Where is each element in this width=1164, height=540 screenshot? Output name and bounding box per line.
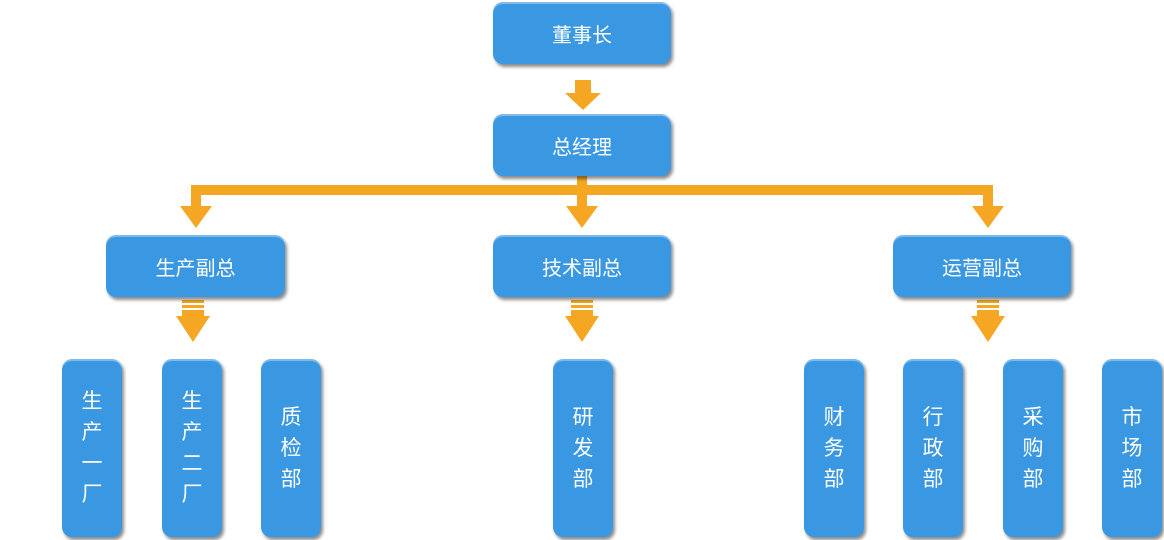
connector-gm-to-vps bbox=[191, 175, 993, 208]
arrow-operations-to-departments bbox=[971, 300, 1005, 342]
arrow-to-technology-vp bbox=[566, 206, 598, 228]
department-label: 生产二厂 bbox=[181, 389, 203, 506]
arrow-to-operations-vp bbox=[972, 206, 1004, 228]
production-vp-label: 生产副总 bbox=[155, 255, 236, 280]
arrow-production-to-departments bbox=[176, 300, 210, 342]
department-label: 质检部 bbox=[280, 404, 302, 491]
department-admin[interactable]: 行政部 bbox=[903, 359, 963, 537]
technology-vp-box[interactable]: 技术副总 bbox=[493, 235, 671, 297]
production-vp-box[interactable]: 生产副总 bbox=[106, 235, 285, 297]
department-factory-2[interactable]: 生产二厂 bbox=[162, 359, 222, 537]
technology-vp-label: 技术副总 bbox=[542, 255, 622, 280]
department-purchasing[interactable]: 采购部 bbox=[1003, 359, 1063, 537]
department-label: 财务部 bbox=[823, 404, 845, 491]
department-label: 研发部 bbox=[572, 404, 594, 491]
chairman-box[interactable]: 董事长 bbox=[493, 2, 671, 64]
department-label: 市场部 bbox=[1121, 404, 1143, 491]
arrow-to-production-vp bbox=[180, 206, 212, 228]
department-factory-1[interactable]: 生产一厂 bbox=[62, 359, 122, 537]
department-quality[interactable]: 质检部 bbox=[261, 359, 321, 537]
department-finance[interactable]: 财务部 bbox=[804, 359, 864, 537]
general-manager-box[interactable]: 总经理 bbox=[493, 114, 671, 176]
general-manager-label: 总经理 bbox=[552, 134, 612, 159]
department-label: 行政部 bbox=[922, 404, 944, 491]
arrow-chairman-to-gm bbox=[565, 80, 601, 110]
department-rnd[interactable]: 研发部 bbox=[553, 359, 613, 537]
operations-vp-box[interactable]: 运营副总 bbox=[893, 235, 1071, 297]
department-marketing[interactable]: 市场部 bbox=[1102, 359, 1162, 537]
department-label: 生产一厂 bbox=[81, 389, 103, 506]
operations-vp-label: 运营副总 bbox=[942, 255, 1022, 280]
arrow-technology-to-departments bbox=[565, 300, 599, 342]
chairman-label: 董事长 bbox=[552, 22, 612, 47]
department-label: 采购部 bbox=[1022, 404, 1044, 491]
